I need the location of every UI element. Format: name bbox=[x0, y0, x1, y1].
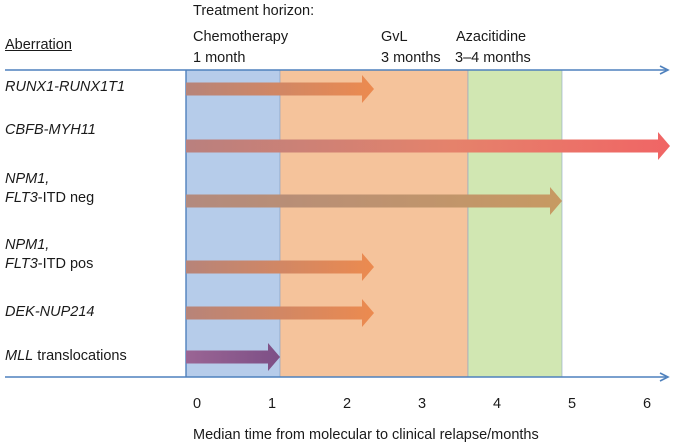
row-label-cbfb-myh11: CBFB-MYH11 bbox=[5, 121, 96, 140]
phase-azacitidine-duration: 3–4 months bbox=[455, 50, 531, 66]
x-tick-1: 1 bbox=[267, 396, 277, 412]
bar-arrow-row-6 bbox=[186, 343, 280, 371]
phase-region-gvl bbox=[279, 69, 469, 378]
aberration-column-header: Aberration bbox=[5, 37, 72, 53]
row-label-npm1-flt3-pos: NPM1, FLT3-ITD pos bbox=[5, 236, 93, 274]
row-label-flt3-pos-plain: -ITD pos bbox=[37, 256, 94, 272]
row-label-npm1-flt3-neg: NPM1, FLT3-ITD neg bbox=[5, 170, 94, 208]
row-label-flt3-neg-plain: -ITD neg bbox=[37, 190, 95, 206]
top-axis-line-arrowhead bbox=[659, 65, 670, 75]
row-label-flt3-neg-italic: FLT3 bbox=[5, 190, 38, 206]
row-label-npm1-pos-line1: NPM1, bbox=[5, 237, 50, 253]
bar-arrow-row-4 bbox=[186, 253, 374, 281]
x-tick-4: 4 bbox=[492, 396, 502, 412]
phase-region-chemotherapy bbox=[185, 69, 281, 378]
x-tick-0: 0 bbox=[192, 396, 202, 412]
phase-gvl-duration: 3 months bbox=[381, 50, 441, 66]
row-label-npm1-neg-line1: NPM1, bbox=[5, 171, 50, 187]
row-label-mll-plain: translocations bbox=[33, 348, 127, 364]
phase-gvl-name: GvL bbox=[381, 29, 408, 45]
bottom-axis-line-arrowhead bbox=[659, 372, 670, 382]
bar-arrow-row-5 bbox=[186, 299, 374, 327]
row-label-mll-italic: MLL bbox=[5, 348, 34, 364]
row-label-cbfb-text: CBFB-MYH11 bbox=[5, 122, 96, 138]
row-label-runx1-text: RUNX1-RUNX1T1 bbox=[5, 79, 126, 95]
x-tick-3: 3 bbox=[417, 396, 427, 412]
row-label-runx1-runx1t1: RUNX1-RUNX1T1 bbox=[5, 78, 125, 97]
row-label-dek-nup214: DEK-NUP214 bbox=[5, 303, 94, 322]
x-tick-5: 5 bbox=[567, 396, 577, 412]
treatment-horizon-label: Treatment horizon: bbox=[193, 3, 315, 19]
x-axis-label: Median time from molecular to clinical r… bbox=[193, 427, 539, 443]
row-label-dek-text: DEK-NUP214 bbox=[5, 304, 95, 320]
phase-region-azacitidine bbox=[467, 69, 563, 378]
phase-chemotherapy-duration: 1 month bbox=[193, 50, 246, 66]
phase-azacitidine-name: Azacitidine bbox=[456, 29, 527, 45]
row-label-mll-translocations: MLL translocations bbox=[5, 347, 127, 366]
bar-arrow-row-3 bbox=[186, 187, 562, 215]
phase-chemotherapy-name: Chemotherapy bbox=[193, 29, 289, 45]
x-tick-6: 6 bbox=[642, 396, 652, 412]
bar-arrow-row-2 bbox=[186, 132, 670, 160]
x-tick-2: 2 bbox=[342, 396, 352, 412]
bar-arrow-row-1 bbox=[186, 75, 374, 103]
row-label-flt3-pos-italic: FLT3 bbox=[5, 256, 38, 272]
